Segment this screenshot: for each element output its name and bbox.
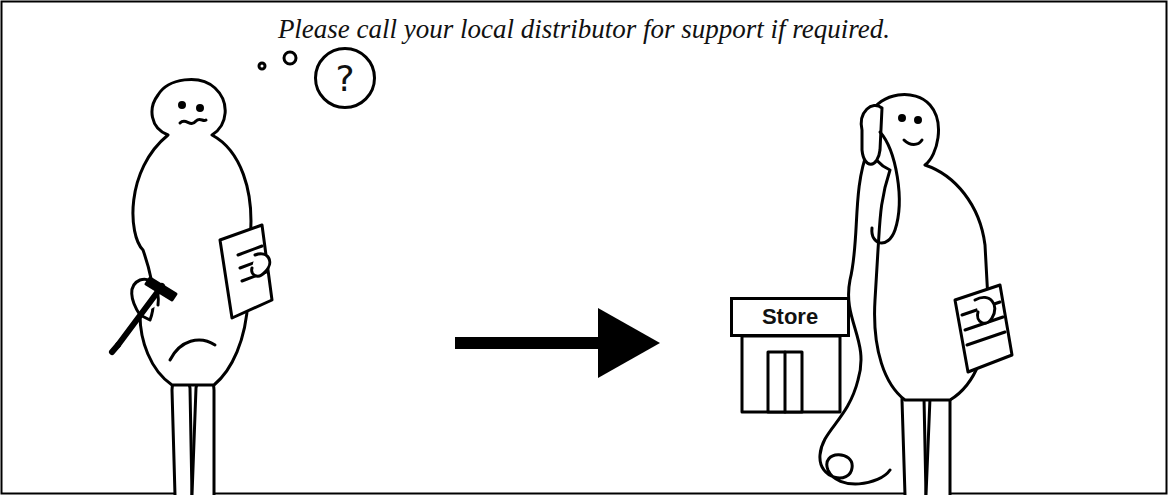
store-sign: Store — [730, 297, 850, 337]
flow-arrow — [455, 308, 660, 378]
store-label: Store — [762, 304, 818, 330]
instruction-title: Please call your local distributor for s… — [0, 14, 1168, 45]
question-bubble: ? — [314, 47, 376, 109]
calling-person — [861, 95, 1012, 495]
store-building — [742, 336, 840, 412]
puzzled-person — [112, 52, 296, 495]
question-mark: ? — [335, 58, 354, 99]
